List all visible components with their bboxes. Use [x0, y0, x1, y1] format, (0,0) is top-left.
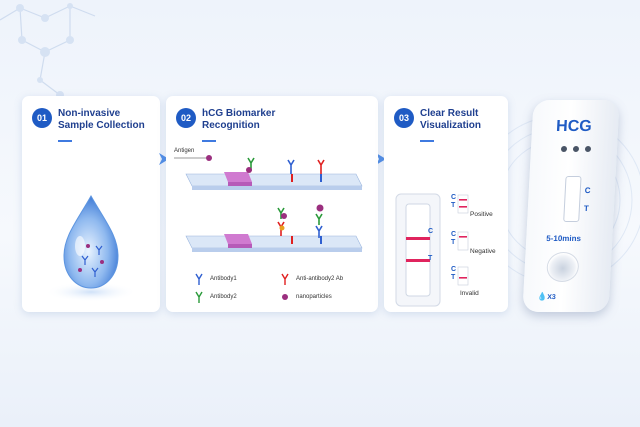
sample-well [546, 252, 580, 282]
result-negative: Negative [470, 248, 496, 255]
window-c-label: C [428, 228, 434, 235]
test-strip-window-illustration [395, 193, 469, 307]
invalid-t-label: T [451, 274, 456, 281]
device-result-window [563, 176, 582, 222]
step-1-header: 01 Non-invasive Sample Collection [32, 108, 145, 132]
legend-antibody1: Antibody1 [210, 276, 237, 282]
step-1-panel: 01 Non-invasive Sample Collection [22, 96, 160, 312]
result-invalid: Invalid [460, 290, 479, 297]
chevron-right-icon [159, 153, 169, 165]
legend-antibody2: Antibody2 [210, 294, 237, 300]
negative-c-label: C [451, 231, 457, 238]
device-dots [560, 146, 592, 152]
device-brand: HCG [555, 118, 593, 135]
device-drops-label: X3 [547, 294, 556, 301]
nanoparticle-icon [282, 294, 288, 300]
antibody2-icon [195, 291, 203, 303]
step-3-header: 03 Clear Result Visualization [394, 108, 481, 132]
lateral-flow-illustration [174, 155, 363, 303]
step-title: Non-invasive Sample Collection [58, 108, 145, 131]
invalid-c-label: C [451, 266, 457, 273]
title-underline [202, 140, 216, 142]
step-title: Clear Result Visualization [420, 108, 481, 131]
step-number-badge: 01 [32, 108, 52, 128]
title-underline [420, 140, 434, 142]
antibody1-icon [195, 273, 203, 285]
hcg-test-cassette: HCG C T 5-10mins 💧 X3 [522, 100, 620, 312]
step-number-badge: 02 [176, 108, 196, 128]
water-drop-illustration [45, 194, 137, 302]
step-2-header: 02 hCG Biomarker Recognition [176, 108, 275, 132]
anti-antibody2-icon [281, 273, 289, 285]
device-t-label: T [583, 204, 589, 213]
chevron-right-icon [376, 153, 386, 165]
legend-anti-antibody2: Anti-antibody2 Ab [296, 276, 344, 282]
window-t-label: T [428, 255, 433, 262]
result-positive: Positive [470, 211, 493, 218]
device-c-label: C [584, 186, 591, 195]
title-underline [58, 140, 72, 142]
step-number-badge: 03 [394, 108, 414, 128]
positive-t-label: T [451, 202, 456, 209]
antigen-label: Antigen [174, 148, 195, 154]
step-title: hCG Biomarker Recognition [202, 108, 276, 131]
legend-nanoparticles: nanoparticles [296, 294, 332, 300]
drop-icon: 💧 [537, 292, 548, 301]
negative-t-label: T [451, 239, 456, 246]
step-3-panel: 03 Clear Result Visualization C T C T Po… [384, 96, 508, 312]
step-2-panel: 02 hCG Biomarker Recognition Antigen [166, 96, 378, 312]
positive-c-label: C [451, 194, 457, 201]
device-time-label: 5-10mins [546, 234, 582, 243]
